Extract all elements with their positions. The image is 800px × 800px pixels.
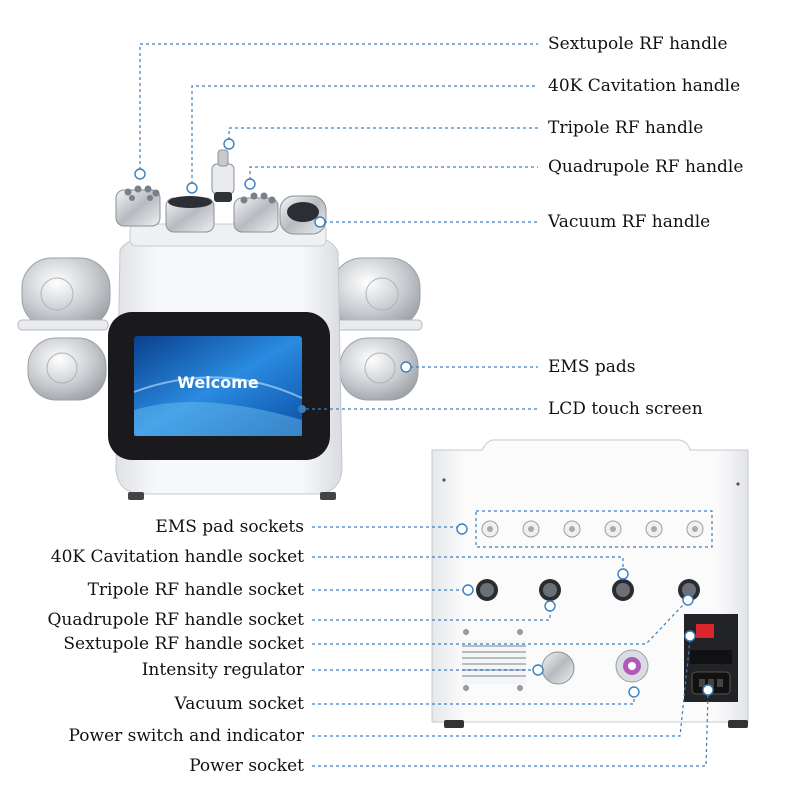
- label-power-switch-and-indicator: Power switch and indicator: [68, 726, 304, 746]
- leader-lines: [134, 43, 714, 767]
- label-intensity-regulator: Intensity regulator: [141, 660, 304, 680]
- power-switch: [696, 624, 714, 638]
- screen-welcome-text: Welcome: [177, 373, 259, 392]
- quadrupole-handle: [233, 192, 279, 233]
- ems-sockets-frame: [475, 510, 713, 548]
- intensity-knob: [541, 651, 575, 685]
- back-panel: [431, 439, 749, 728]
- label-cavitation-handle: 40K Cavitation handle: [548, 76, 741, 96]
- label-ems-pads: EMS pads: [548, 357, 636, 377]
- lcd-touch-screen: [134, 336, 302, 436]
- label-ems-pad-sockets: EMS pad sockets: [155, 517, 304, 537]
- ems-pads-right: [329, 257, 423, 401]
- label-vacuum-rf-handle: Vacuum RF handle: [548, 212, 711, 232]
- label-cavitation-handle-socket: 40K Cavitation handle socket: [50, 547, 304, 567]
- cavitation-handle: [165, 196, 215, 233]
- sextupole-handle: [115, 185, 161, 227]
- label-tripole-rf-handle-socket: Tripole RF handle socket: [87, 580, 304, 600]
- ems-pads-left: [17, 257, 111, 401]
- label-tripole-rf-handle: Tripole RF handle: [548, 118, 704, 138]
- label-quadrupole-rf-handle: Quadrupole RF handle: [548, 157, 744, 177]
- label-vacuum-socket: Vacuum socket: [174, 694, 304, 714]
- front-machine: Welcome: [17, 149, 423, 500]
- vacuum-handle: [279, 195, 327, 235]
- tripole-handle: [211, 149, 235, 202]
- label-quadrupole-rf-handle-socket: Quadrupole RF handle socket: [47, 610, 305, 630]
- label-lcd-touch-screen: LCD touch screen: [548, 399, 703, 419]
- label-power-socket: Power socket: [189, 756, 304, 776]
- label-sextupole-rf-handle: Sextupole RF handle: [548, 34, 728, 54]
- handle-socket-row: [476, 579, 700, 601]
- power-module: [684, 614, 738, 702]
- ems-socket-row: [481, 520, 704, 538]
- label-sextupole-rf-handle-socket: Sextupole RF handle socket: [63, 634, 304, 654]
